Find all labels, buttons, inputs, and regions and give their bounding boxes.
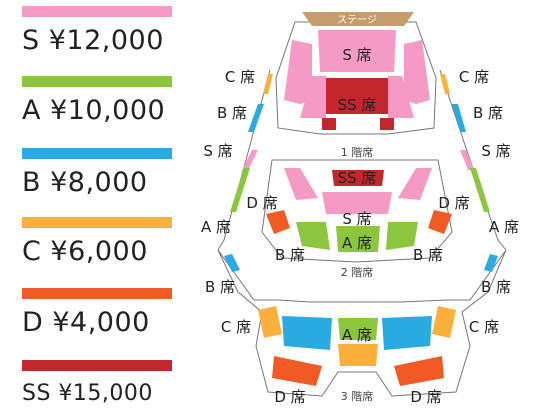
- legend-swatch-c: [22, 217, 172, 228]
- label-a-3f: A 席: [342, 326, 372, 344]
- seat-block-s-right-1[interactable]: [460, 150, 474, 170]
- legend-item-a: A ¥10,000: [22, 76, 172, 126]
- floor-labels: 1 階席 2 階席 3 階席: [341, 145, 374, 403]
- label-d-right-2: D 席: [438, 194, 469, 212]
- label-s-main: S 席: [342, 46, 371, 64]
- seat-block-b-right-1[interactable]: [452, 104, 466, 132]
- legend-label-ss: SS ¥15,000: [22, 381, 153, 406]
- seat-block-a-3f-center[interactable]: [338, 318, 378, 340]
- legend-item-ss: SS ¥15,000: [22, 360, 172, 406]
- seat-block-b-3f-left-2[interactable]: [282, 316, 332, 350]
- legend-item-s: S ¥12,000: [22, 6, 172, 56]
- label-d-left-3: D 席: [274, 388, 305, 406]
- legend-swatch-d: [22, 288, 172, 299]
- legend-label-c: C ¥6,000: [22, 236, 148, 267]
- seat-block-d-2f-right[interactable]: [428, 210, 452, 234]
- label-b-right-1: B 席: [473, 104, 503, 122]
- legend-item-b: B ¥8,000: [22, 148, 172, 198]
- label-c-right-3: C 席: [469, 318, 499, 336]
- label-d-right-3: D 席: [410, 388, 441, 406]
- seat-block-s-left-1[interactable]: [242, 150, 258, 170]
- seat-block-c-3f-center[interactable]: [338, 344, 378, 366]
- label-a-right-2: A 席: [489, 218, 519, 236]
- seat-labels: S 席 SS 席 C 席 C 席 B 席 B 席 S 席 S 席 SS 席 D …: [201, 46, 519, 406]
- legend-swatch-a: [22, 76, 172, 87]
- seat-block-c-right-1[interactable]: [440, 74, 450, 94]
- legend-swatch-ss: [22, 360, 172, 371]
- floor-label-1: 1 階席: [341, 145, 374, 159]
- seat-block-s-1f-rear-right[interactable]: [388, 76, 414, 118]
- seat-block-d-3f-left[interactable]: [272, 356, 322, 386]
- seat-block-a-2f-center[interactable]: [336, 226, 380, 252]
- seat-block-c-3f-right[interactable]: [432, 306, 456, 338]
- seat-block-a-2f-left[interactable]: [296, 222, 330, 250]
- seat-block-ss-2f[interactable]: [332, 170, 384, 186]
- label-a-2f: A 席: [342, 234, 372, 252]
- seat-block-c-3f-left[interactable]: [258, 306, 282, 338]
- seat-block-ss-1f-back[interactable]: [322, 118, 336, 130]
- seat-block-b-3f-right-1[interactable]: [484, 254, 498, 272]
- seating-chart: ステージ: [201, 12, 519, 406]
- seat-block-ss-1f[interactable]: [326, 78, 388, 114]
- seat-block-c-left-1[interactable]: [263, 74, 273, 94]
- seat-block-b-3f-right-2[interactable]: [382, 316, 432, 350]
- label-ss-2f: SS 席: [338, 169, 377, 187]
- label-ss-main: SS 席: [338, 96, 377, 114]
- floor2-seats: [266, 168, 452, 252]
- legend-label-s: S ¥12,000: [22, 25, 164, 56]
- label-b-right-2: B 席: [413, 246, 443, 264]
- label-s-right-1: S 席: [481, 142, 510, 160]
- seat-block-s-2f-center[interactable]: [322, 192, 392, 214]
- seat-block-s-1f-rear-left[interactable]: [300, 76, 326, 118]
- seat-block-b-3f-left-1[interactable]: [224, 254, 240, 272]
- legend-swatch-b: [22, 148, 172, 159]
- label-d-left-2: D 席: [246, 194, 277, 212]
- stage: [302, 12, 414, 26]
- label-b-left-2: B 席: [275, 246, 305, 264]
- label-b-right-3: B 席: [481, 278, 511, 296]
- label-b-left-1: B 席: [217, 104, 247, 122]
- label-c-left-3: C 席: [221, 318, 251, 336]
- label-a-left-2: A 席: [201, 218, 231, 236]
- legend-item-d: D ¥4,000: [22, 288, 172, 338]
- seat-block-s-2f-left[interactable]: [284, 168, 318, 200]
- seat-block-a-2f-right[interactable]: [386, 222, 418, 250]
- legend-label-b: B ¥8,000: [22, 167, 148, 198]
- floor-label-3: 3 階席: [341, 389, 374, 403]
- seat-block-ss-1f-back-2[interactable]: [380, 118, 394, 130]
- floor-label-2: 2 階席: [341, 265, 374, 279]
- seat-block-b-left-1[interactable]: [248, 104, 264, 132]
- price-legend: S ¥12,000 A ¥10,000 B ¥8,000 C ¥6,000 D …: [0, 0, 180, 409]
- label-s-2f: S 席: [342, 210, 371, 228]
- label-s-left-1: S 席: [203, 142, 232, 160]
- seat-block-a-right-1[interactable]: [470, 168, 490, 212]
- floor1-seats: [284, 30, 430, 130]
- seat-block-a-left-1[interactable]: [230, 168, 250, 212]
- legend-label-a: A ¥10,000: [22, 95, 166, 126]
- seat-block-s-1f-center[interactable]: [318, 30, 396, 72]
- legend-swatch-s: [22, 6, 172, 17]
- seat-block-s-2f-right[interactable]: [398, 168, 432, 200]
- label-b-left-3: B 席: [205, 278, 235, 296]
- seat-block-s-1f-left[interactable]: [284, 40, 312, 104]
- seat-block-s-1f-right[interactable]: [404, 40, 430, 104]
- floor3-seats: [224, 254, 498, 386]
- stage-label: ステージ: [337, 15, 377, 26]
- label-c-right-1: C 席: [459, 68, 489, 86]
- legend-label-d: D ¥4,000: [22, 307, 150, 338]
- side-balconies: [230, 74, 490, 212]
- label-c-left-1: C 席: [225, 68, 255, 86]
- seat-block-d-3f-right[interactable]: [394, 356, 444, 386]
- seat-block-d-2f-left[interactable]: [266, 210, 290, 234]
- legend-item-c: C ¥6,000: [22, 217, 172, 267]
